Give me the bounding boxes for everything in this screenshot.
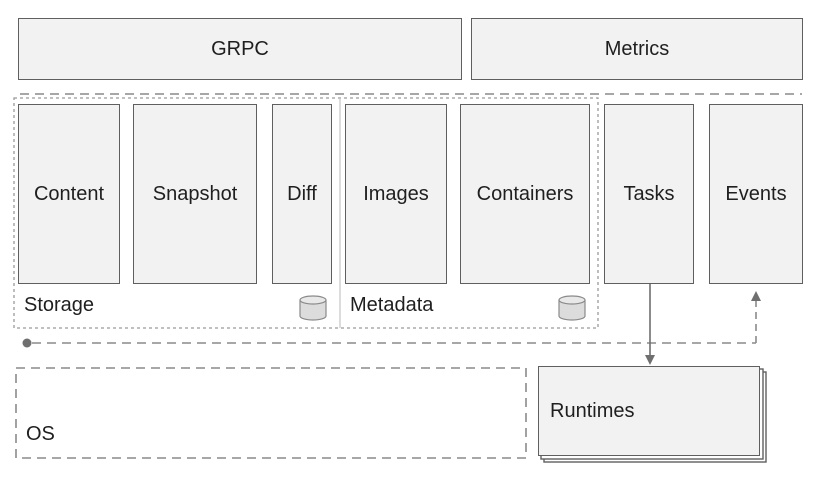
events-box: Events xyxy=(709,104,803,284)
grpc-label: GRPC xyxy=(211,37,269,60)
tasks-box: Tasks xyxy=(604,104,694,284)
content-box: Content xyxy=(18,104,120,284)
database-icon xyxy=(299,295,327,321)
database-icon xyxy=(558,295,586,321)
containers-box: Containers xyxy=(460,104,590,284)
event-bus-origin-dot xyxy=(22,338,32,348)
metrics-box: Metrics xyxy=(471,18,803,80)
diff-label: Diff xyxy=(287,182,317,205)
storage-group-label: Storage xyxy=(24,294,95,316)
content-label: Content xyxy=(33,182,105,205)
snapshot-label: Snapshot xyxy=(152,182,238,205)
events-label: Events xyxy=(725,182,787,205)
metrics-label: Metrics xyxy=(604,37,670,60)
metadata-group-label: Metadata xyxy=(350,294,434,316)
tasks-label: Tasks xyxy=(623,182,675,205)
os-box xyxy=(15,367,527,459)
images-box: Images xyxy=(345,104,447,284)
diff-box: Diff xyxy=(272,104,332,284)
grpc-box: GRPC xyxy=(18,18,462,80)
containers-label: Containers xyxy=(476,182,574,205)
runtimes-label: Runtimes xyxy=(550,399,635,422)
snapshot-box: Snapshot xyxy=(133,104,257,284)
runtimes-box: Runtimes xyxy=(538,366,760,456)
images-label: Images xyxy=(363,182,429,205)
os-label: OS xyxy=(26,423,55,445)
